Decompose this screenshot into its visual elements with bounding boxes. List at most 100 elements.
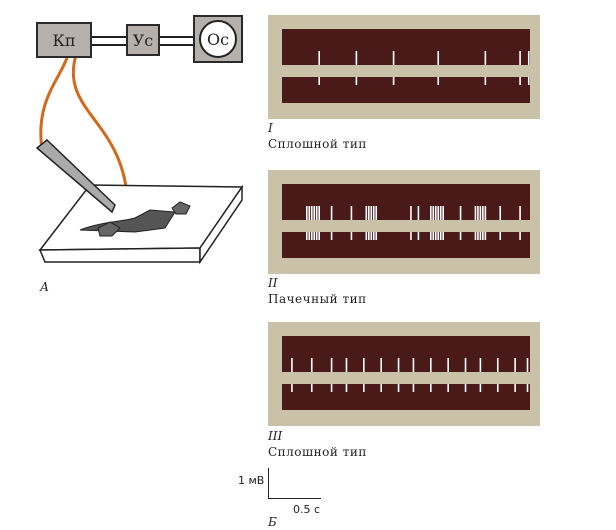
spike-upper — [482, 206, 484, 220]
spike-lower — [330, 232, 333, 240]
recording-3 — [268, 322, 540, 426]
spike-lower — [318, 232, 320, 240]
spike-lower — [526, 384, 529, 392]
block-kp-label: Кп — [52, 30, 76, 50]
spike-upper — [330, 206, 333, 220]
spike-lower — [315, 232, 318, 240]
recording-1 — [268, 15, 540, 119]
spike-lower — [432, 232, 435, 240]
trace-1 — [282, 29, 530, 103]
panel-label-a: А — [40, 280, 50, 294]
trace-upper-band — [282, 184, 530, 220]
spike-lower — [479, 384, 482, 392]
spike-lower — [306, 232, 308, 240]
spike-lower — [291, 384, 293, 392]
spike-upper — [417, 206, 420, 220]
spike-upper — [375, 206, 378, 220]
spike-lower — [437, 232, 440, 240]
spike-lower — [499, 232, 502, 240]
trace-upper-band — [282, 336, 530, 372]
spike-lower — [519, 232, 521, 240]
spike-upper — [432, 206, 435, 220]
spike-lower — [479, 232, 482, 240]
scale-bar — [268, 468, 321, 499]
trace-upper-band — [282, 29, 530, 65]
spike-lower — [397, 384, 400, 392]
spike-upper — [350, 206, 353, 220]
spike-upper — [365, 206, 368, 220]
spike-lower — [330, 384, 333, 392]
spike-lower — [430, 232, 432, 240]
spike-upper — [313, 206, 316, 220]
recording-1-caption: Сплошной тип — [268, 137, 367, 151]
spike-lower — [372, 232, 375, 240]
spike-lower — [434, 232, 437, 240]
spike-upper — [355, 51, 358, 65]
spike-lower — [477, 232, 479, 240]
spike-lower — [519, 77, 521, 85]
spike-upper — [447, 358, 449, 372]
spike-lower — [464, 384, 467, 392]
spike-upper — [499, 206, 502, 220]
spike-upper — [477, 206, 479, 220]
trace-lower-band — [282, 384, 530, 410]
block-us: Ус — [126, 24, 160, 56]
recording-2-numeral: II — [268, 276, 278, 290]
spike-lower — [439, 232, 442, 240]
spike-lower — [375, 232, 378, 240]
trace-lower-band — [282, 77, 530, 103]
scale-time: 0.5 с — [293, 503, 321, 516]
trace-3 — [282, 336, 530, 410]
spike-lower — [496, 384, 499, 392]
spike-lower — [514, 384, 516, 392]
spike-lower — [430, 384, 432, 392]
spike-lower — [447, 384, 449, 392]
microelectrode — [35, 139, 116, 214]
spike-upper — [430, 358, 432, 372]
spike-lower — [368, 232, 370, 240]
spike-upper — [308, 206, 311, 220]
spike-lower — [370, 232, 373, 240]
spike-lower — [392, 77, 395, 85]
spike-upper — [372, 206, 375, 220]
spike-upper — [496, 358, 499, 372]
spike-upper — [484, 51, 487, 65]
spike-lower — [308, 232, 311, 240]
oscilloscope-screen: Ос — [199, 20, 237, 58]
spike-lower — [345, 384, 348, 392]
spike-upper — [330, 358, 333, 372]
recording-setup-illustration — [35, 36, 244, 265]
block-os: Ос — [193, 15, 243, 63]
spike-upper — [315, 206, 318, 220]
spike-lower — [484, 77, 487, 85]
spike-lower — [310, 384, 313, 392]
spike-lower — [363, 384, 365, 392]
spike-upper — [442, 206, 444, 220]
spike-upper — [439, 206, 442, 220]
spike-upper — [437, 206, 440, 220]
spike-upper — [370, 206, 373, 220]
spike-upper — [397, 358, 400, 372]
spike-lower — [365, 232, 368, 240]
spike-upper — [474, 206, 477, 220]
spike-upper — [318, 206, 320, 220]
spike-upper — [459, 206, 462, 220]
spike-upper — [464, 358, 467, 372]
wire-1 — [39, 54, 70, 151]
spike-upper — [519, 206, 521, 220]
recording-2 — [268, 170, 540, 274]
spike-upper — [479, 206, 482, 220]
spike-upper — [363, 358, 365, 372]
spike-lower — [355, 77, 358, 85]
spike-lower — [318, 77, 320, 85]
spike-upper — [437, 51, 440, 65]
spike-upper — [434, 206, 437, 220]
spike-upper — [479, 358, 482, 372]
spike-lower — [412, 384, 415, 392]
panel-label-b: Б — [268, 515, 277, 529]
spike-lower — [313, 232, 316, 240]
spike-upper — [392, 51, 395, 65]
scale-voltage: 1 мВ — [238, 474, 265, 487]
spike-lower — [350, 232, 353, 240]
